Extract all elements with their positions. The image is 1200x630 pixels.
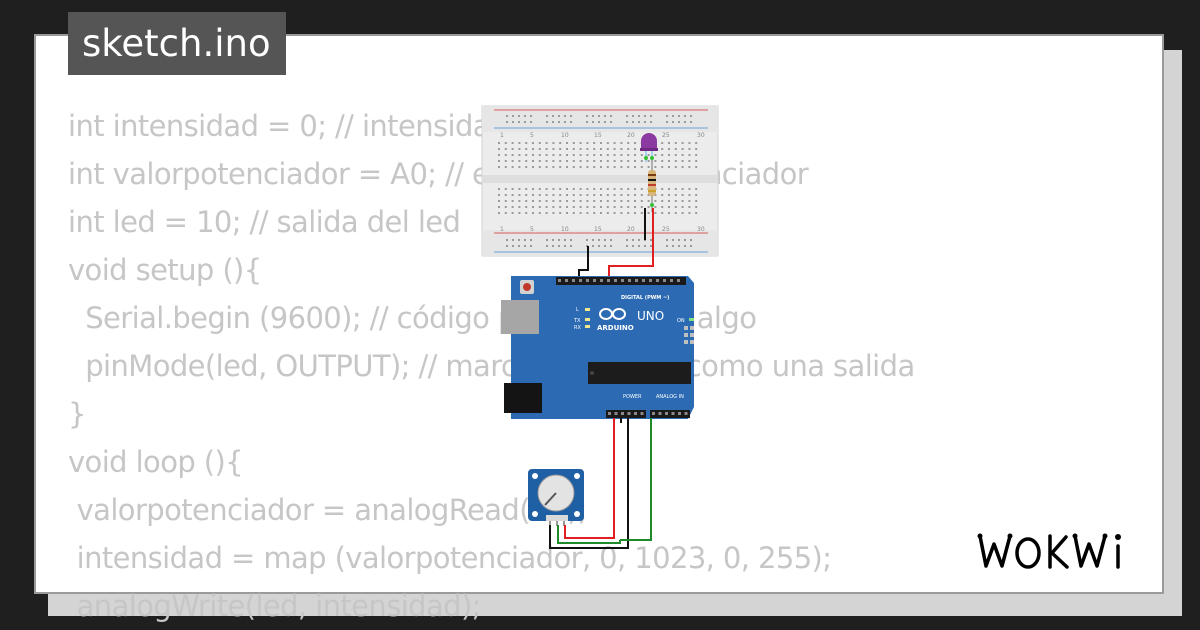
wokwi-logo-mark <box>977 533 1121 569</box>
column-number: 25 <box>662 226 670 233</box>
digital-label: DIGITAL (PWM ~) <box>621 295 669 301</box>
file-tab[interactable]: sketch.ino <box>68 12 286 75</box>
column-number: 20 <box>627 226 635 233</box>
resistor[interactable] <box>648 160 656 212</box>
l-label: L <box>576 307 579 313</box>
power-label: POWER <box>623 394 642 400</box>
rx-label: RX <box>574 325 581 331</box>
code-line: int led = 10; // salida del led <box>68 205 461 239</box>
column-number: 10 <box>561 226 569 233</box>
code-line: void loop (){ <box>68 445 244 479</box>
column-number: 10 <box>561 132 569 139</box>
wire-pot-black[interactable] <box>549 418 629 549</box>
arduino-uno[interactable]: ARDUINO UNO DIGITAL (PWM ~) POWER ANALOG… <box>501 276 694 419</box>
potentiometer-knob <box>544 492 557 506</box>
code-line: analogWrite(led, intensidad); <box>68 589 482 623</box>
column-number: 30 <box>697 132 705 139</box>
arduino-logo-text: ARDUINO <box>597 324 634 332</box>
usb-port <box>501 300 539 334</box>
breadboard-column-numbers: 1 5 10 15 20 25 30 1 5 10 15 20 25 30 <box>500 132 705 233</box>
breadboard-holes <box>498 115 698 247</box>
tx-label: TX <box>573 318 581 324</box>
arduino-model: UNO <box>637 309 664 323</box>
column-number: 20 <box>627 132 635 139</box>
wokwi-logo <box>972 522 1156 582</box>
code-line: pinMode(led, OUTPUT); // marcamos el led… <box>68 349 915 383</box>
column-number: 1 <box>500 226 504 233</box>
arduino-logo-icon <box>599 308 626 320</box>
on-label: ON <box>677 318 685 324</box>
column-number: 1 <box>500 132 504 139</box>
led[interactable] <box>640 133 658 162</box>
analog-header <box>650 410 690 418</box>
power-jack <box>504 383 542 413</box>
column-number: 30 <box>697 226 705 233</box>
power-header <box>606 410 646 418</box>
wire-pot-red[interactable] <box>564 418 615 539</box>
wire-pot-green[interactable] <box>557 418 652 544</box>
column-number: 15 <box>594 132 602 139</box>
code-line: } <box>68 397 86 431</box>
breadboard[interactable]: 1 5 10 15 20 25 30 1 5 10 15 20 25 30 <box>481 105 719 257</box>
wire-led-red[interactable] <box>608 208 654 282</box>
atmega-chip <box>588 362 691 384</box>
column-number: 5 <box>530 132 534 139</box>
column-number: 5 <box>530 226 534 233</box>
potentiometer[interactable] <box>528 469 584 526</box>
column-number: 15 <box>594 226 602 233</box>
analog-label: ANALOG IN <box>656 394 684 400</box>
code-line: intensidad = map (valorpotenciador, 0, 1… <box>68 541 832 575</box>
code-line: void setup (){ <box>68 253 262 287</box>
column-number: 25 <box>662 132 670 139</box>
